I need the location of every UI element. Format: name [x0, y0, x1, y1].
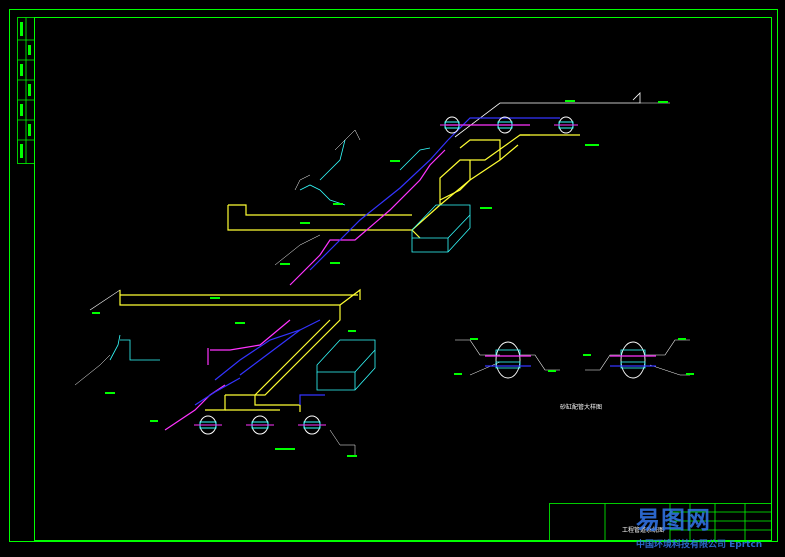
detail-sketch-1	[455, 339, 560, 379]
lower-system	[74, 288, 376, 455]
upper-filters	[440, 116, 578, 134]
strip-ticks	[20, 22, 31, 158]
detail-sketch-2	[585, 339, 690, 379]
title-block-caption: 工程管道系统图	[622, 527, 665, 534]
title-block	[549, 503, 772, 541]
watermark-logo: 易图网	[636, 506, 711, 534]
left-revision-strip	[17, 17, 35, 164]
outer-frame	[9, 9, 778, 542]
annotation-marks	[92, 100, 694, 457]
watermark-subtitle: 中国环境科技有限公司 Eprtcn	[636, 540, 763, 550]
detail-caption: 砂缸配管大样图	[560, 404, 603, 411]
inner-frame	[34, 17, 772, 541]
lower-filters	[194, 415, 326, 435]
